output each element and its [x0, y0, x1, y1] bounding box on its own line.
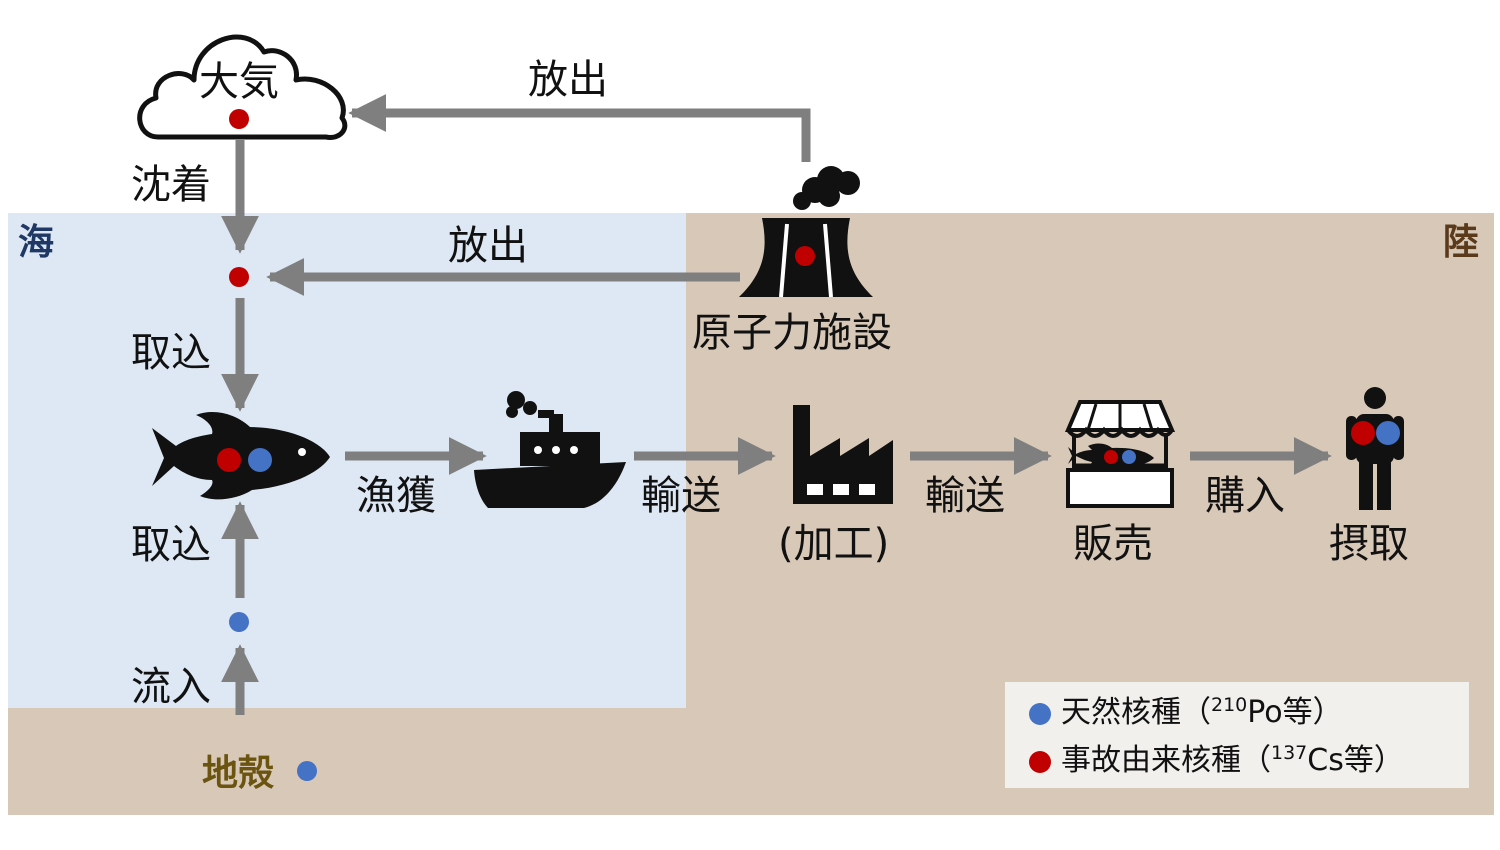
cloud-icon: [137, 34, 348, 140]
purchase-label: 購入: [1205, 473, 1285, 519]
legend-accident-prefix: 事故由来核種（: [1061, 743, 1271, 778]
legend-natural-prefix: 天然核種（: [1061, 695, 1211, 730]
flow-arrows: [221, 94, 1332, 715]
inflow-label: 流入: [131, 664, 211, 710]
sea-region-label: 海: [18, 222, 55, 263]
release-air-label: 放出: [528, 57, 608, 103]
accident-nuclide-dot-sea: [229, 267, 249, 287]
legend-natural-element: Po等）: [1247, 695, 1343, 730]
accident-nuclide-dot-atmosphere: [229, 109, 249, 129]
crust-label: 地殻: [202, 753, 275, 794]
natural-nuclide-dot-person: [1376, 421, 1400, 445]
release-sea-label: 放出: [448, 223, 528, 269]
natural-nuclide-dot-crust: [297, 761, 317, 781]
fishing-label: 漁獲: [356, 473, 436, 519]
legend-natural-row: 天然核種（210Po等）: [1029, 696, 1343, 728]
sale-label: 販売: [1073, 521, 1153, 567]
factory-icon: [793, 405, 893, 504]
natural-nuclide-dot-fish: [248, 448, 272, 472]
ship-windows: [534, 446, 578, 454]
accident-nuclide-dot-market-fish: [1104, 450, 1118, 464]
legend-accident-dot: [1029, 751, 1051, 773]
market-stall-icon: [1064, 400, 1176, 508]
legend-accident-element: Cs等）: [1307, 743, 1404, 778]
processing-label: (加工): [778, 521, 890, 567]
intake-label: 摂取: [1329, 521, 1409, 567]
transport-2-label: 輸送: [925, 473, 1005, 519]
uptake-lower-label: 取込: [131, 522, 211, 568]
legend-natural-dot: [1029, 703, 1051, 725]
natural-nuclide-dot-market-fish: [1122, 450, 1136, 464]
legend-accident-row: 事故由来核種（137Cs等）: [1029, 744, 1404, 776]
legend: 天然核種（210Po等） 事故由来核種（137Cs等）: [1005, 682, 1469, 788]
land-region-label: 陸: [1443, 222, 1480, 263]
accident-nuclide-dot-fish: [217, 448, 241, 472]
legend-accident-mass: 137: [1271, 742, 1308, 764]
natural-nuclide-dot-seawater: [229, 612, 249, 632]
deposition-label: 沈着: [131, 162, 211, 208]
release-air-arrow: [348, 94, 811, 162]
ship-icon: [474, 391, 626, 508]
uptake-upper-label: 取込: [131, 330, 211, 376]
accident-nuclide-dot-person: [1351, 421, 1375, 445]
transport-1-label: 輸送: [641, 473, 721, 519]
nuclear-facility-label: 原子力施設: [692, 310, 892, 356]
accident-nuclide-dot-facility: [795, 246, 815, 266]
fish-icon: [152, 412, 330, 500]
legend-natural-mass: 210: [1211, 694, 1248, 716]
atmosphere-label: 大気: [199, 59, 279, 105]
